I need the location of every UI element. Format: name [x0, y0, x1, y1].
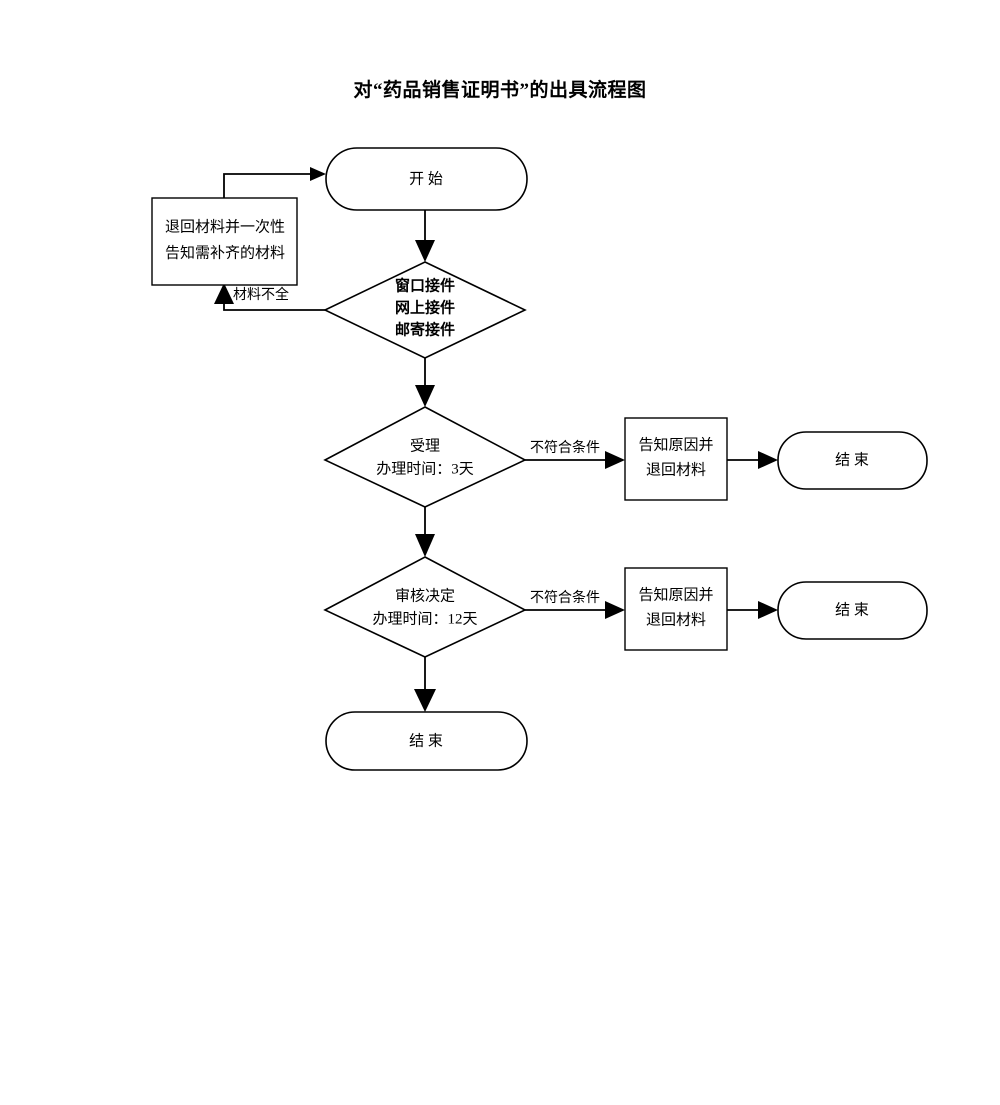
end-right-1-label: 结 束	[835, 451, 869, 468]
arrowhead-accept-to-review	[415, 534, 435, 557]
return-materials-line1: 退回材料并一次性	[165, 218, 285, 235]
arrowhead-notify2-to-end2	[758, 601, 778, 619]
edge-label-not-qualified-2: 不符合条件	[530, 589, 600, 606]
review-shape	[323, 556, 527, 658]
node-review[interactable]: 审核决定 办理时间：12天	[323, 556, 527, 658]
page-title: 对“药品销售证明书”的出具流程图	[353, 78, 646, 101]
arrowhead-start-to-intake	[415, 240, 435, 262]
arrowhead-return-to-start	[310, 167, 326, 181]
node-end-right-1[interactable]: 结 束	[777, 431, 928, 490]
edge-return-to-start	[223, 173, 313, 198]
review-line1: 审核决定	[395, 587, 455, 604]
end-right-2-shape	[777, 581, 928, 640]
return-materials-line2: 告知需补齐的材料	[165, 244, 285, 261]
arrowhead-intake-to-return	[214, 283, 234, 304]
arrowhead-intake-to-accept	[415, 385, 435, 407]
notify-reason-1-line1: 告知原因并	[638, 436, 713, 453]
accept-line2: 办理时间：3天	[376, 460, 474, 477]
accept-line1: 受理	[410, 437, 440, 454]
node-start[interactable]: 开 始	[325, 147, 528, 211]
intake-shape	[323, 261, 527, 359]
return-materials-shape	[151, 197, 298, 286]
notify-reason-2-line2: 退回材料	[646, 611, 706, 628]
notify-reason-2-line1: 告知原因并	[638, 586, 713, 603]
arrowhead-review-to-end	[414, 689, 436, 712]
edge-label-materials-incomplete: 材料不全	[233, 286, 289, 303]
node-end-right-2[interactable]: 结 束	[777, 581, 928, 640]
end-bottom-label: 结 束	[409, 732, 443, 749]
arrowhead-accept-to-notify1	[605, 451, 625, 469]
notify-reason-1-shape	[624, 417, 728, 501]
node-notify-reason-1[interactable]: 告知原因并 退回材料	[624, 417, 728, 501]
connector-layer	[214, 167, 778, 712]
notify-reason-1-line2: 退回材料	[646, 461, 706, 478]
intake-line3: 邮寄接件	[395, 320, 455, 338]
start-shape	[325, 147, 528, 211]
node-return-materials[interactable]: 退回材料并一次性 告知需补齐的材料	[151, 197, 298, 286]
end-right-1-shape	[777, 431, 928, 490]
node-accept[interactable]: 受理 办理时间：3天	[323, 406, 527, 508]
accept-shape	[323, 406, 527, 508]
edge-label-not-qualified-1: 不符合条件	[530, 439, 600, 456]
arrowhead-review-to-notify2	[605, 601, 625, 619]
node-end-bottom[interactable]: 结 束	[325, 711, 528, 771]
node-notify-reason-2[interactable]: 告知原因并 退回材料	[624, 567, 728, 651]
start-label: 开 始	[409, 170, 443, 187]
intake-line1: 窗口接件	[395, 276, 455, 294]
end-right-2-label: 结 束	[835, 601, 869, 618]
intake-line2: 网上接件	[395, 298, 455, 316]
review-line2: 办理时间：12天	[372, 610, 477, 627]
arrowhead-notify1-to-end1	[758, 451, 778, 469]
node-intake[interactable]: 窗口接件 网上接件 邮寄接件	[323, 261, 527, 359]
end-bottom-shape	[325, 711, 528, 771]
notify-reason-2-shape	[624, 567, 728, 651]
